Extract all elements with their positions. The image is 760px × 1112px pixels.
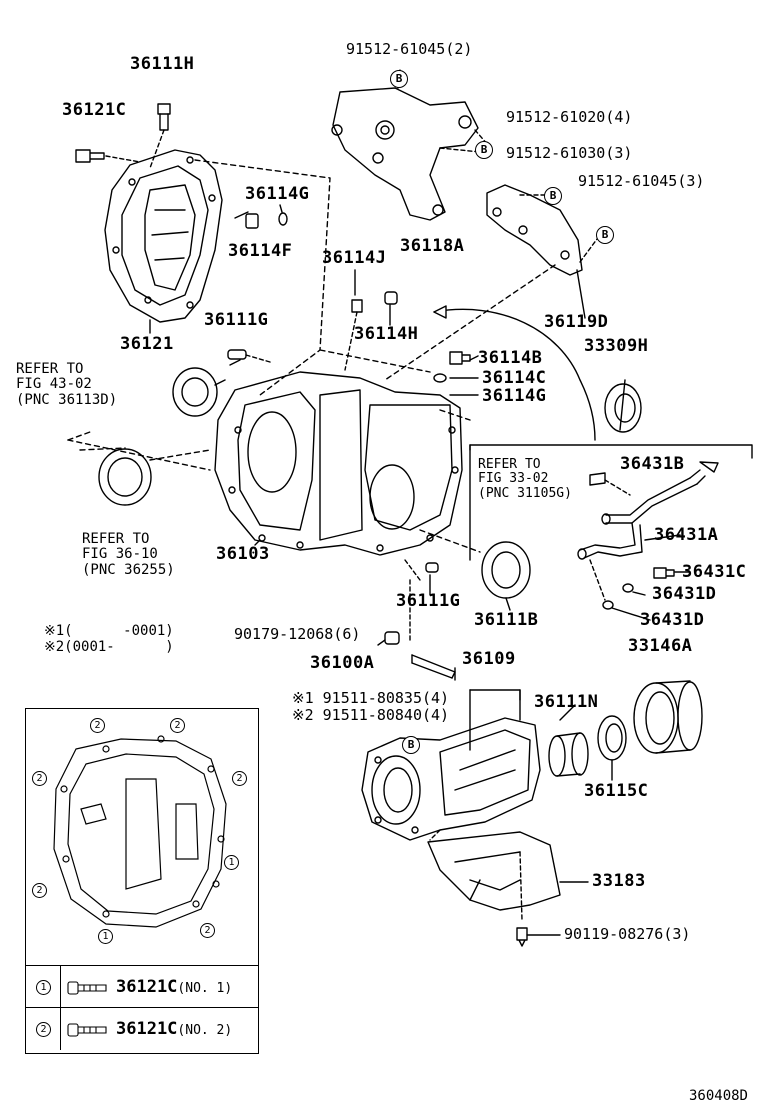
b-mark: B bbox=[544, 187, 562, 205]
bolt-label-91511-80840-4: ※2 91511-80840(4) bbox=[292, 706, 450, 724]
label-36100A: 36100A bbox=[310, 653, 375, 673]
reference-fig-36-10[interactable]: REFER TO FIG 36-10 (PNC 36255) bbox=[82, 531, 175, 578]
label-36109: 36109 bbox=[462, 649, 516, 669]
label-36114F: 36114F bbox=[228, 241, 293, 261]
label-33309H: 33309H bbox=[584, 336, 649, 356]
legend-text-2: 36121C(NO. 2) bbox=[116, 1019, 232, 1039]
legend-row-1: 1 36121C(NO. 1) bbox=[26, 965, 258, 1008]
position-1-marker: 1 bbox=[98, 929, 113, 944]
extension-housing-36109 bbox=[361, 717, 541, 841]
protector-33183 bbox=[427, 831, 561, 911]
figure-code: 360408D bbox=[688, 1088, 748, 1104]
label-36111B: 36111B bbox=[474, 610, 539, 630]
label-36111G-bottom: 36111G bbox=[396, 591, 461, 611]
position-2-marker: 2 bbox=[32, 883, 47, 898]
b-mark: B bbox=[390, 70, 408, 88]
label-36114B: 36114B bbox=[478, 348, 543, 368]
label-33146A: 33146A bbox=[628, 636, 693, 656]
legend-text-1: 36121C(NO. 1) bbox=[116, 977, 232, 997]
transfer-case-36103 bbox=[214, 371, 463, 556]
bolt-label-90179-12068-6: 90179-12068(6) bbox=[234, 625, 361, 643]
legend-number-2: 2 bbox=[36, 1022, 51, 1037]
label-36431B: 36431B bbox=[620, 454, 685, 474]
b-mark: B bbox=[402, 736, 420, 754]
label-36115C: 36115C bbox=[584, 781, 649, 801]
label-36114J: 36114J bbox=[322, 248, 387, 268]
inset-cover-drawing bbox=[53, 735, 227, 928]
rear-cover-36121 bbox=[104, 149, 223, 323]
label-36111H: 36111H bbox=[130, 54, 195, 74]
b-mark: B bbox=[475, 141, 493, 159]
bolt-label-91511-80835-4: ※1 91511-80835(4) bbox=[292, 689, 450, 707]
label-36114C: 36114C bbox=[482, 368, 547, 388]
bolt-label-91512-61030-3: 91512-61030(3) bbox=[506, 144, 633, 162]
position-2-marker: 2 bbox=[90, 718, 105, 733]
label-36111N: 36111N bbox=[534, 692, 599, 712]
legend-part-1: 36121C bbox=[116, 977, 178, 997]
label-36114G-top: 36114G bbox=[245, 184, 310, 204]
label-36119D: 36119D bbox=[544, 312, 609, 332]
label-36111G-top: 36111G bbox=[204, 310, 269, 330]
position-2-marker: 2 bbox=[232, 771, 247, 786]
reference-fig-43-02[interactable]: REFER TO FIG 43-02 (PNC 36113D) bbox=[16, 361, 118, 408]
bolt-label-90119-08276-3: 90119-08276(3) bbox=[564, 925, 691, 943]
b-mark: B bbox=[596, 226, 614, 244]
label-36431D-1: 36431D bbox=[652, 584, 717, 604]
position-2-marker: 2 bbox=[200, 923, 215, 938]
bolt-icon bbox=[67, 981, 107, 995]
label-36431A: 36431A bbox=[654, 525, 719, 545]
bolt-label-91512-61020-4: 91512-61020(4) bbox=[506, 108, 633, 126]
inset-bolt-position-view: 2 2 2 2 1 2 2 1 1 36121C(NO. 1) 2 36121C… bbox=[25, 708, 259, 1054]
legend-part-2: 36121C bbox=[116, 1019, 178, 1039]
label-33183: 33183 bbox=[592, 871, 646, 891]
label-36114G: 36114G bbox=[482, 386, 547, 406]
position-2-marker: 2 bbox=[32, 771, 47, 786]
legend-row-2: 2 36121C(NO. 2) bbox=[26, 1007, 258, 1050]
plug-36111H bbox=[157, 103, 171, 115]
label-36114H: 36114H bbox=[354, 324, 419, 344]
reference-fig-33-02[interactable]: REFER TO FIG 33-02 (PNC 31105G) bbox=[478, 457, 572, 501]
bracket-36119D bbox=[486, 184, 583, 276]
legend-sub-2: (NO. 2) bbox=[177, 1023, 233, 1038]
label-36103: 36103 bbox=[216, 544, 270, 564]
bolt-label-91512-61045-2: 91512-61045(2) bbox=[346, 40, 473, 58]
label-36431D-2: 36431D bbox=[640, 610, 705, 630]
bracket-36118A bbox=[331, 87, 479, 221]
label-36118A: 36118A bbox=[400, 236, 465, 256]
note-2: ※2(0001- ) bbox=[44, 639, 174, 655]
bolt-icon bbox=[67, 1023, 107, 1037]
label-36431C: 36431C bbox=[682, 562, 747, 582]
position-1-marker: 1 bbox=[224, 855, 239, 870]
bolt-label-91512-61045-3: 91512-61045(3) bbox=[578, 172, 705, 190]
legend-sub-1: (NO. 1) bbox=[177, 981, 233, 996]
note-1: ※1( -0001) bbox=[44, 623, 174, 639]
label-36121: 36121 bbox=[120, 334, 174, 354]
position-2-marker: 2 bbox=[170, 718, 185, 733]
legend-number-1: 1 bbox=[36, 980, 51, 995]
label-36121C: 36121C bbox=[62, 100, 127, 120]
